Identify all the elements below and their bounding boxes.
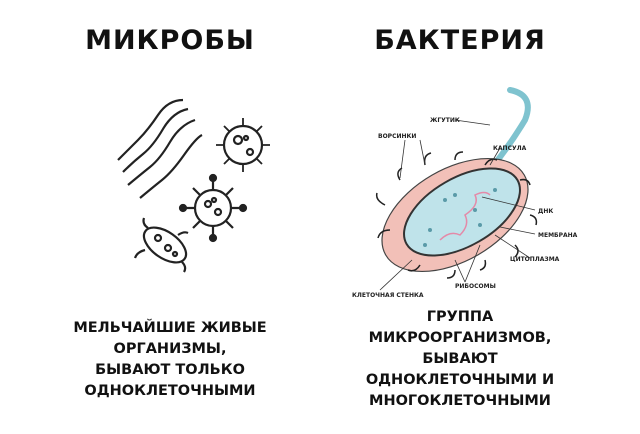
bacterium-illustration: ЖГУТИК ВОРСИНКИ КАПСУЛА ДНК МЕМБРАНА ЦИТ… bbox=[352, 87, 578, 299]
flagellum bbox=[487, 87, 531, 173]
label-pili: ВОРСИНКИ bbox=[378, 133, 416, 140]
microbes-illustration bbox=[117, 98, 270, 273]
desc-line: ОДНОКЛЕТОЧНЫМИ bbox=[84, 383, 256, 399]
label-capsule: КАПСУЛА bbox=[493, 145, 527, 152]
bacteria-description: ГРУППА МИКРООРГАНИЗМОВ, БЫВАЮТ ОДНОКЛЕТО… bbox=[310, 307, 610, 412]
desc-line: МЕЛЬЧАЙШИЕ ЖИВЫЕ bbox=[73, 320, 267, 336]
desc-line: МИКРООРГАНИЗМОВ, bbox=[368, 330, 552, 346]
label-membrane: МЕМБРАНА bbox=[538, 232, 578, 239]
desc-line: БЫВАЮТ ТОЛЬКО bbox=[95, 362, 245, 378]
dna bbox=[439, 191, 491, 241]
microbes-description: МЕЛЬЧАЙШИЕ ЖИВЫЕ ОРГАНИЗМЫ, БЫВАЮТ ТОЛЬК… bbox=[20, 318, 320, 402]
desc-line: МНОГОКЛЕТОЧНЫМИ bbox=[369, 393, 551, 409]
virus bbox=[193, 188, 233, 228]
microbes-title: МИКРОБЫ bbox=[85, 25, 255, 56]
label-cytoplasm: ЦИТОПЛАЗМА bbox=[510, 256, 560, 263]
oval-microbe bbox=[142, 226, 188, 264]
label-dna: ДНК bbox=[538, 208, 553, 215]
desc-line: ОДНОКЛЕТОЧНЫМИ И bbox=[365, 372, 555, 388]
bacteria-title: БАКТЕРИЯ bbox=[374, 25, 546, 56]
label-ribosomes: РИБОСОМЫ bbox=[455, 283, 496, 290]
label-cell-wall: КЛЕТОЧНАЯ СТЕНКА bbox=[352, 292, 424, 299]
desc-line: ОРГАНИЗМЫ, bbox=[113, 341, 227, 357]
cytoplasm bbox=[403, 167, 521, 257]
desc-line: ГРУППА bbox=[426, 309, 494, 325]
desc-line: БЫВАЮТ bbox=[422, 351, 498, 367]
label-flagellum: ЖГУТИК bbox=[430, 117, 460, 124]
